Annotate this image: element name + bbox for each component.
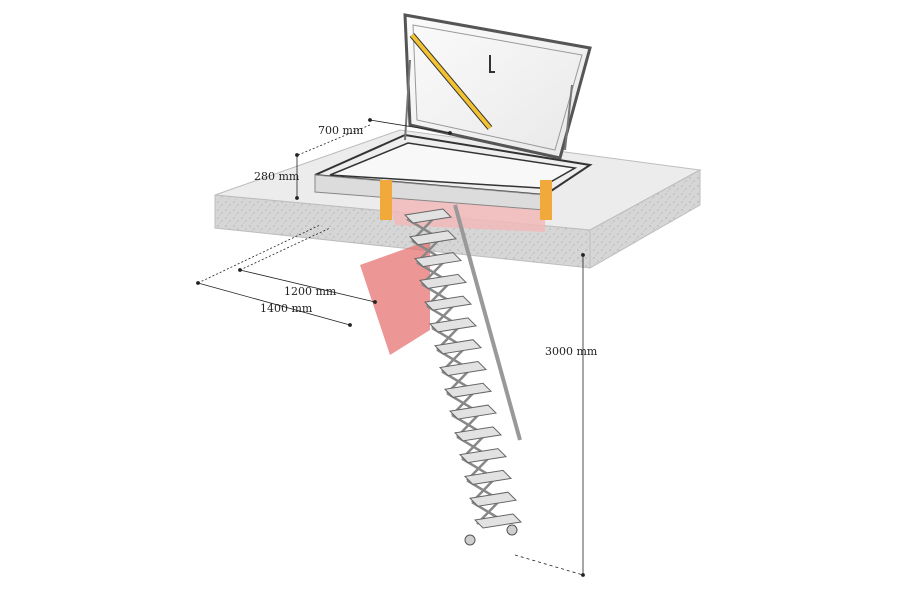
lid-handle: [489, 55, 495, 73]
dimension-1400mm-label: 1400 mm: [260, 302, 313, 315]
ladder-step: [438, 360, 488, 377]
ladder-step: [453, 426, 503, 442]
ladder-step: [468, 491, 518, 507]
ladder-foot: [506, 524, 518, 536]
ladder-step: [473, 513, 523, 529]
ladder-step: [443, 382, 493, 398]
right-hinge-bracket: [540, 180, 552, 220]
scissor-ladder: [403, 204, 523, 546]
ladder-step: [423, 295, 473, 311]
gas-strut: [410, 33, 492, 130]
hatch-frame: [314, 133, 593, 220]
red-side-panel: [360, 240, 430, 355]
ladder-step: [458, 448, 508, 464]
ladder-foot: [464, 534, 476, 546]
ladder-step: [433, 339, 483, 355]
dimension-700mm-label: 700 mm: [318, 124, 364, 137]
ladder-step: [448, 404, 498, 420]
ladder-step: [403, 208, 453, 224]
ladder-step: [418, 273, 468, 289]
ladder-step: [463, 469, 513, 485]
left-hinge-bracket: [380, 180, 392, 220]
dimension-280mm-label: 280 mm: [254, 170, 300, 183]
dimension-1200mm-label: 1200 mm: [284, 285, 337, 298]
dimension-3000mm-label: 3000 mm: [545, 345, 598, 358]
handrail: [453, 204, 522, 441]
dimension-lines: [196, 118, 585, 577]
ladder-step: [428, 317, 478, 333]
ladder-step: [408, 230, 458, 246]
ladder-step: [413, 252, 463, 268]
hatch-lid: [403, 13, 592, 160]
